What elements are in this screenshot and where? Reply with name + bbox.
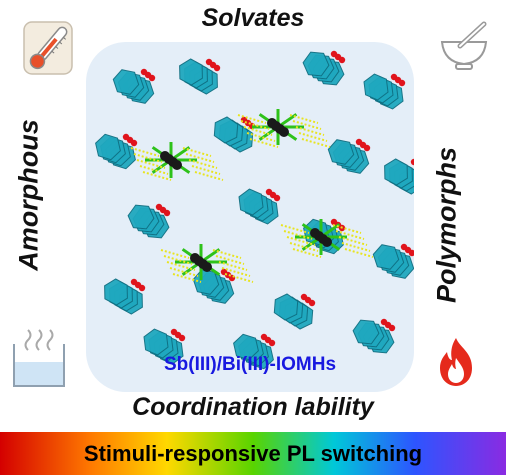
halide-link [166,261,196,271]
metal-center [172,160,182,170]
halide-link [142,171,172,181]
cation-ring [302,51,330,77]
halide-link [188,159,218,169]
oxygen-atom [268,339,276,347]
halide-link [295,126,325,136]
oxygen-atom [213,64,221,72]
oxygen-atom [178,334,186,342]
halide-link [249,138,279,148]
label-polymorphs: Polymorphs [431,146,462,304]
halide-link [163,255,193,265]
cation-ring [104,278,128,306]
cation-ring [233,333,259,361]
crystal-structure-panel: Sb(III)/Bi(III)-IOMHs [86,42,414,392]
halide-link [169,267,199,277]
pl-switching-banner: Stimuli-responsive PL switching [0,432,506,475]
halide-link [246,132,276,142]
oxygen-atom [163,209,171,217]
halide-link [283,230,313,240]
cation-ring [213,116,239,144]
halide-link [237,114,267,124]
oxygen-atom [363,144,371,152]
halide-link [292,248,322,258]
cation-ring [179,58,203,86]
halide-link [215,255,245,265]
halide-link [289,242,319,252]
thermometer-icon [23,21,73,75]
halide-link [212,249,242,259]
cation-ring [143,328,169,356]
cation-ring [327,139,355,165]
halide-link [243,126,273,136]
halide-link [224,273,254,283]
mortar-and-pestle-icon [440,21,488,70]
label-coordination-lability: Coordination lability [132,393,374,421]
halide-link [218,261,248,271]
crystal-structure-graphic [95,50,414,370]
cation-ring [273,293,299,321]
cation-ring [352,319,380,345]
halide-link [136,159,166,169]
cation-ring [95,133,121,161]
flame-icon [440,338,472,386]
halide-link [172,273,202,283]
oxygen-atom [410,158,414,166]
oxygen-atom [130,139,138,147]
halide-link [133,153,163,163]
halide-link [240,120,270,130]
halide-link [286,236,316,246]
halide-link [338,236,368,246]
oxygen-atom [308,299,316,307]
halide-link [191,165,221,175]
halide-link [182,147,212,157]
halide-link [341,242,371,252]
metal-center [202,262,212,272]
halide-link [280,224,310,234]
halide-link [332,224,362,234]
oxygen-atom [273,194,281,202]
halide-link [335,230,365,240]
oxygen-atom [388,324,396,332]
halide-link [130,147,160,157]
cation-ring [372,244,400,270]
oxygen-atom [138,284,146,292]
cation-ring [112,69,140,95]
halide-link [298,132,328,142]
halide-link [139,165,169,175]
compound-caption: Sb(III)/Bi(III)-IOMHs [163,354,337,375]
halide-link [289,114,319,124]
label-amorphous: Amorphous [13,119,44,271]
oxygen-atom [148,74,156,82]
metal-center [279,127,289,137]
halide-link [301,138,331,148]
cation-ring [363,73,389,101]
halide-link [160,249,190,259]
metal-center [322,237,332,247]
label-solvates: Solvates [201,4,305,32]
halide-link [221,267,251,277]
oxygen-atom [338,56,346,64]
halide-link [344,248,374,258]
cation-ring [238,188,264,216]
cation-ring [384,158,408,186]
oxygen-atom [408,249,414,257]
solvent-beaker-icon [13,329,65,387]
halide-link [292,120,322,130]
cation-ring [127,204,155,230]
banner-title: Stimuli-responsive PL switching [83,441,423,466]
oxygen-atom [398,79,406,87]
halide-link [185,153,215,163]
halide-link [194,171,224,181]
